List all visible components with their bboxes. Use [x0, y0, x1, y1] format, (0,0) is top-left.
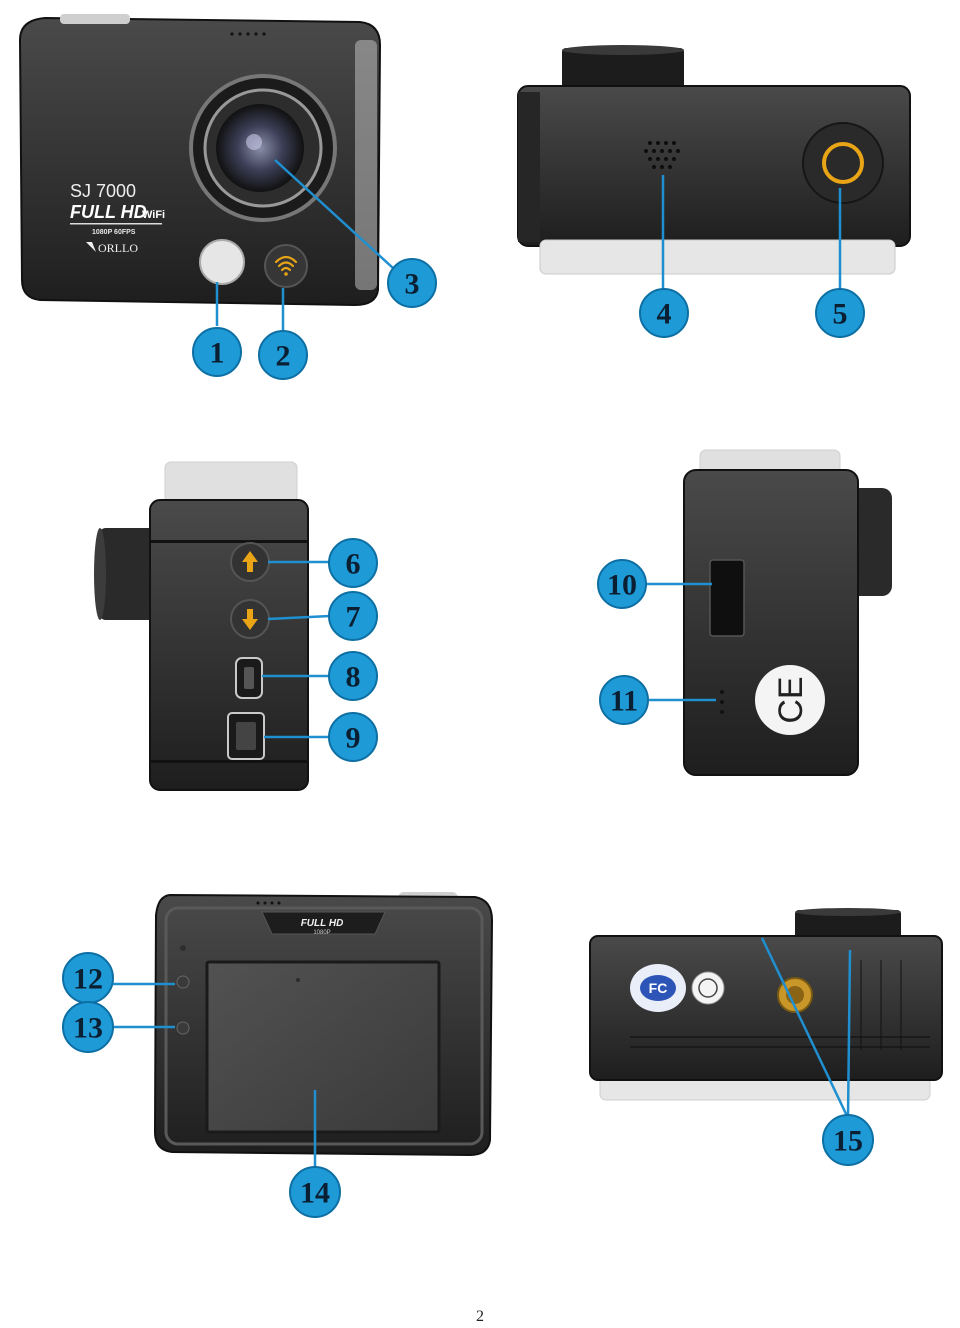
arrow-down-icon [242, 609, 258, 630]
spec-label: 1080P 60FPS [92, 229, 136, 236]
lens [216, 104, 304, 192]
callout-7: 7 [328, 591, 378, 641]
svg-text:2: 2 [276, 340, 291, 373]
wifi-button[interactable] [264, 244, 308, 288]
svg-text:8: 8 [346, 661, 361, 694]
camera-right-side-view: CE [683, 449, 892, 776]
vent-grille [630, 960, 930, 1050]
svg-text:14: 14 [300, 1177, 330, 1210]
ce-sticker [755, 665, 825, 735]
back-badge-subtitle: 1080P [313, 930, 330, 936]
shutter-button[interactable] [822, 142, 864, 184]
callout-1: 1 [192, 327, 242, 377]
camera-front-view: SJ 7000 FULL HD WiFi 1080P 60FPS ORLLO [18, 14, 382, 307]
callout-11: 11 [599, 675, 649, 725]
svg-text:10: 10 [607, 569, 637, 602]
camera-top-view [517, 45, 911, 275]
callout-2: 2 [258, 330, 308, 380]
svg-text:3: 3 [405, 268, 420, 301]
svg-text:6: 6 [346, 548, 361, 581]
camera-left-side-view [94, 461, 309, 791]
camera-diagram-page: SJ 7000 FULL HD WiFi 1080P 60FPS ORLLO [18, 14, 943, 1218]
callout-10: 10 [597, 559, 647, 609]
svg-text:11: 11 [610, 685, 638, 718]
callout-6: 6 [328, 538, 378, 588]
svg-text:13: 13 [73, 1012, 103, 1045]
quality-sticker [691, 971, 725, 1005]
svg-text:12: 12 [73, 963, 103, 996]
micro-sd-slot[interactable] [709, 559, 745, 637]
lcd-screen[interactable] [205, 960, 441, 1134]
wifi-icon [274, 255, 298, 272]
wifi-label: WiFi [142, 209, 165, 221]
callout-14: 14 [289, 1166, 341, 1218]
status-led-top [176, 975, 190, 989]
back-badge-title: FULL HD [301, 918, 344, 929]
leader-lines [112, 159, 852, 1168]
svg-text:9: 9 [346, 722, 361, 755]
callout-8: 8 [328, 651, 378, 701]
callout-12: 12 [62, 952, 114, 1004]
callout-4: 4 [639, 288, 689, 338]
full-hd-label: FULL HD [70, 202, 147, 222]
svg-text:1: 1 [210, 337, 225, 370]
callout-9: 9 [328, 712, 378, 762]
svg-text:7: 7 [346, 601, 361, 634]
svg-text:4: 4 [657, 298, 672, 331]
speaker-grille [644, 141, 680, 169]
status-led-bottom [176, 1021, 190, 1035]
camera-back-view: FULL HD 1080P [153, 892, 494, 1157]
model-label: SJ 7000 [70, 181, 136, 201]
camera-bottom-view: FC [589, 908, 943, 1101]
callout-13: 13 [62, 1001, 114, 1053]
arrow-up-icon [242, 551, 258, 572]
brand-logo: ORLLO [98, 241, 138, 255]
callout-3: 3 [387, 258, 437, 308]
fcc-mark-icon: FC [649, 980, 668, 996]
ce-mark-icon: CE [772, 676, 810, 723]
page-number: 2 [476, 1308, 484, 1325]
svg-text:15: 15 [833, 1125, 863, 1158]
callout-5: 5 [815, 288, 865, 338]
callout-15: 15 [822, 1114, 874, 1166]
svg-text:5: 5 [833, 298, 848, 331]
front-power-button[interactable] [199, 239, 245, 285]
